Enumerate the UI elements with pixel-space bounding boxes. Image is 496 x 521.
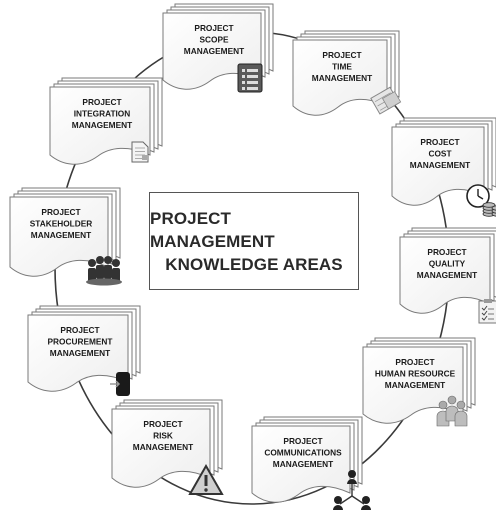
people-icon [436, 395, 468, 427]
knowledge-area-label-line: MANAGEMENT [273, 459, 333, 469]
knowledge-area-label-line: PROJECT [60, 325, 99, 335]
document-front-page [251, 425, 351, 503]
knowledge-area-label-line: MANAGEMENT [385, 380, 445, 390]
knowledge-area-label-line: PROJECT [41, 207, 80, 217]
knowledge-area-label-line: COMMUNICATIONS [264, 448, 342, 458]
knowledge-area-label-line: MANAGEMENT [184, 46, 244, 56]
knowledge-area-label-line: MANAGEMENT [312, 73, 372, 83]
checklist-icon [478, 299, 496, 324]
knowledge-area-label-line: PROJECT [420, 137, 459, 147]
knowledge-area-label-line: MANAGEMENT [410, 160, 470, 170]
knowledge-area-label-line: SCOPE [199, 35, 229, 45]
knowledge-area-label-line: PROJECT [322, 50, 361, 60]
knowledge-area-label-line: PROJECT [194, 23, 233, 33]
knowledge-area-label-line: COST [428, 149, 451, 159]
group-icon [86, 256, 122, 286]
center-title-box: PROJECT MANAGEMENT KNOWLEDGE AREAS [149, 192, 359, 290]
knowledge-area-label-line: MANAGEMENT [50, 348, 110, 358]
knowledge-area-label-line: STAKEHOLDER [30, 219, 93, 229]
list-icon [237, 63, 263, 93]
knowledge-area-label-line: HUMAN RESOURCE [375, 369, 456, 379]
knowledge-area-label-line: QUALITY [429, 259, 466, 269]
knowledge-area-label-line: TIME [332, 62, 352, 72]
center-title-line-1: PROJECT MANAGEMENT [150, 208, 275, 251]
knowledge-area-label-line: MANAGEMENT [31, 230, 91, 240]
knowledge-area-label-line: PROJECT [427, 247, 466, 257]
document-icon [131, 141, 149, 163]
knowledge-area-label-line: PROJECT [82, 97, 121, 107]
knowledge-area-label-line: PROJECT [143, 419, 182, 429]
knowledge-area-label-line: RISK [153, 431, 173, 441]
knowledge-area-label-line: PROCUREMENT [48, 337, 113, 347]
knowledge-area-label-line: MANAGEMENT [133, 442, 193, 452]
knowledge-area-label-line: INTEGRATION [74, 109, 131, 119]
knowledge-area-label-line: MANAGEMENT [417, 270, 477, 280]
document-front-page [9, 196, 109, 277]
knowledge-area-label-line: MANAGEMENT [72, 120, 132, 130]
door-exit-icon [110, 372, 130, 396]
knowledge-area-label-line: PROJECT [395, 357, 434, 367]
center-title-line-2: KNOWLEDGE AREAS [165, 254, 343, 274]
network-icon [333, 470, 371, 510]
clock-coins-icon [466, 184, 496, 217]
knowledge-area-label-line: PROJECT [283, 436, 322, 446]
warning-icon [188, 463, 224, 495]
calendar-icon [370, 86, 402, 115]
